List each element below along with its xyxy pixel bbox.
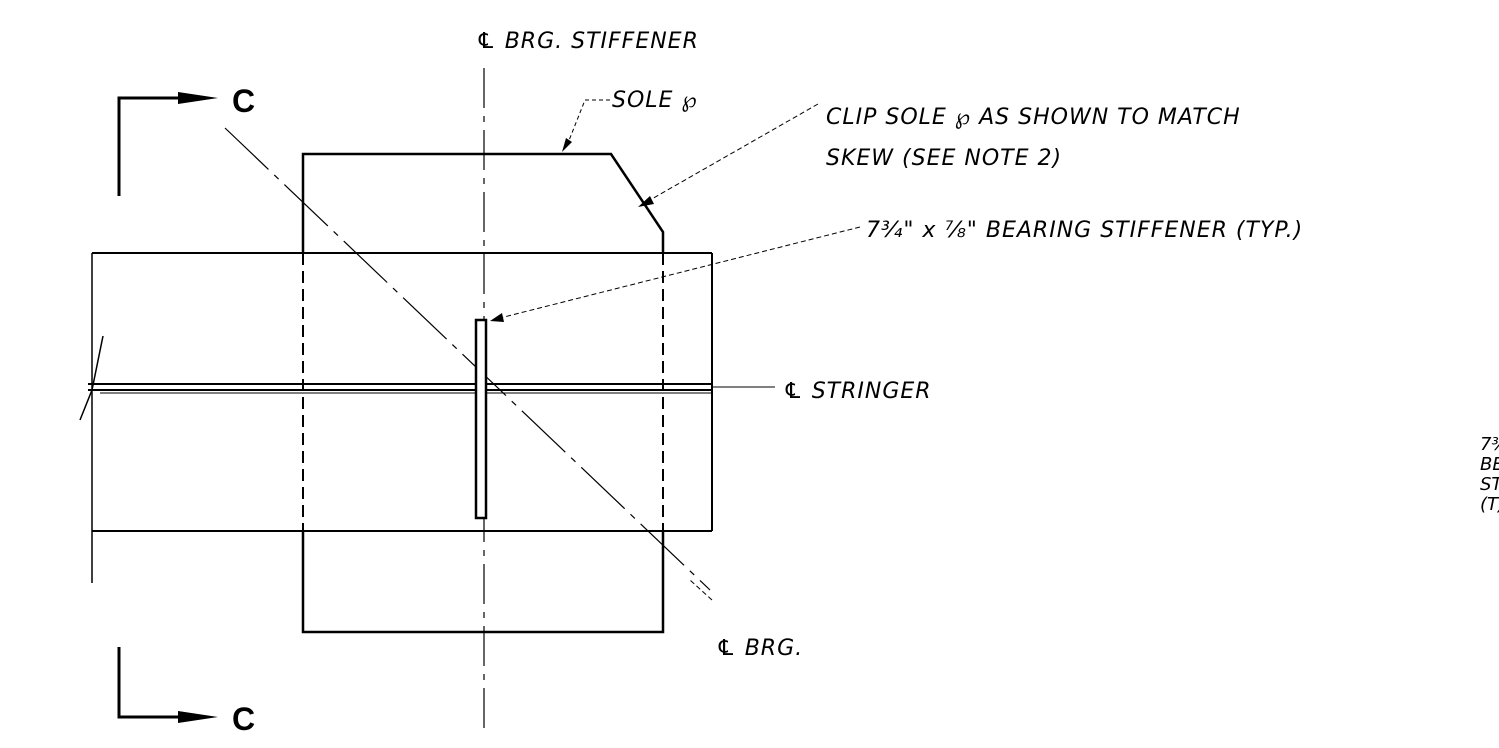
stringer-flange <box>79 252 713 583</box>
side-note-line4: (T) <box>1480 494 1499 515</box>
section-cut-bottom <box>117 647 218 723</box>
stringer-web <box>88 383 775 394</box>
side-note: 7¾ BE ST (T) <box>1480 434 1499 515</box>
bearing-stiffener <box>474 318 488 520</box>
side-note-line3: ST <box>1480 474 1499 495</box>
side-note-line2: BE <box>1480 454 1499 475</box>
sole-plate <box>301 152 665 634</box>
brg-centerline <box>224 127 711 591</box>
sole-plate-label: SOLE ℘ <box>612 88 698 113</box>
section-mark-bottom-label: C <box>232 701 255 737</box>
brg-label: ℄ BRG. <box>716 636 803 661</box>
section-cut-top <box>117 92 218 196</box>
leader-lines <box>490 99 861 601</box>
clip-note-line2: SKEW (SEE NOTE 2) <box>826 146 1062 171</box>
stringer-label: ℄ STRINGER <box>783 379 932 404</box>
section-mark-top-label: C <box>232 83 255 119</box>
bearing-stiffener-note: 7¾" x ⅞" BEARING STIFFENER (TYP.) <box>866 218 1303 243</box>
side-note-line1: 7¾ <box>1480 434 1499 455</box>
brg-stiffener-label: ℄ BRG. STIFFENER <box>476 29 699 54</box>
clip-note-line1: CLIP SOLE ℘ AS SHOWN TO MATCH <box>826 105 1241 130</box>
